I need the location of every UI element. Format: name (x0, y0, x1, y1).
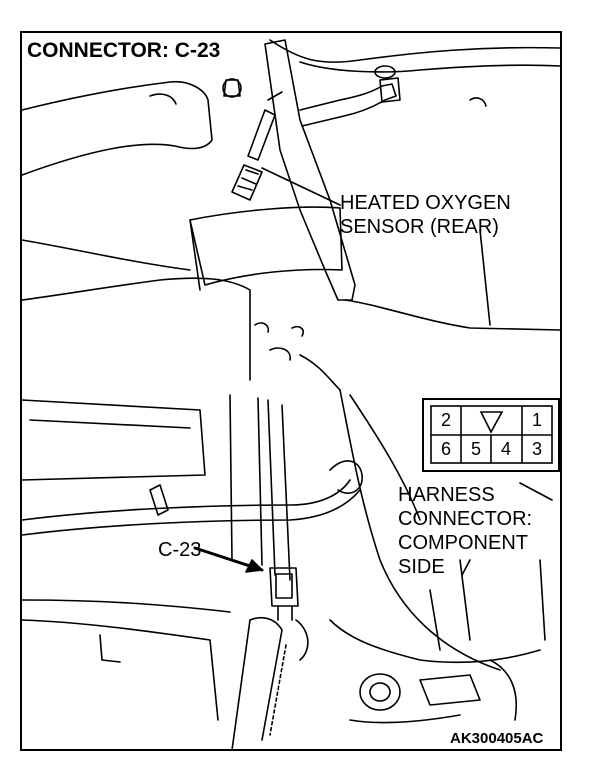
connector-c23 (269, 567, 299, 607)
cross-member (189, 206, 343, 286)
harness-callout-line-3: COMPONENT (398, 532, 528, 554)
harness-callout-line-4: SIDE (398, 556, 445, 578)
sensor-callout-line-1: HEATED OXYGEN (340, 192, 511, 214)
heated-oxygen-sensor-callout: HEATED OXYGEN SENSOR (REAR) (340, 191, 511, 239)
connector-face-diagram (422, 398, 560, 472)
diagram-frame (20, 31, 562, 751)
connector-c23-label: C-23 (158, 539, 202, 561)
page-title: CONNECTOR: C-23 (27, 39, 221, 62)
pin-1-label: 1 (531, 410, 542, 430)
harness-callout-line-1: HARNESS (398, 484, 495, 506)
pin-5-label: 5 (470, 439, 481, 459)
figure-code: AK300405AC (450, 730, 544, 747)
oxygen-sensor (247, 109, 276, 161)
pin-6-label: 6 (440, 439, 451, 459)
connector-key-icon (479, 411, 504, 434)
suspension-arm (21, 80, 213, 176)
harness-connector-callout: HARNESS CONNECTOR: COMPONENT SIDE (398, 483, 532, 579)
sensor-callout-line-2: SENSOR (REAR) (340, 216, 499, 238)
pin-4-label: 4 (500, 439, 511, 459)
pin-2-label: 2 (440, 410, 451, 430)
pin-3-label: 3 (531, 439, 542, 459)
harness-callout-line-2: CONNECTOR: (398, 508, 533, 530)
wiring-harness (329, 460, 363, 494)
